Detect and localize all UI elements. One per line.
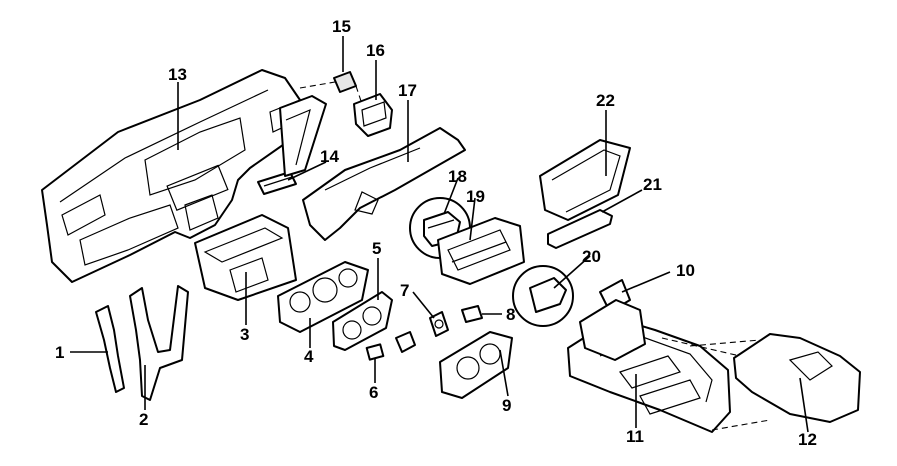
part-6-switch [365,331,416,361]
callout-5: 5 [372,239,381,258]
part-14-vent [257,171,297,195]
callout-21: 21 [643,175,662,194]
callout-7: 7 [400,281,409,300]
part-20-vent [512,265,574,327]
part-13-instrument-panel [41,69,306,283]
callout-19: 19 [466,187,485,206]
part-7-switch [429,311,449,337]
callout-15: 15 [332,17,351,36]
callout-13: 13 [168,65,187,84]
callout-20: 20 [582,247,601,266]
callout-11: 11 [626,427,644,446]
callout-4: 4 [304,347,314,366]
part-12-rear-console [733,333,861,423]
callout-12: 12 [798,430,817,449]
part-5-cluster-lens [332,291,393,351]
callout-1: 1 [55,343,64,362]
callout-10: 10 [676,261,695,280]
part-9-cluster-bezel [439,331,513,399]
callout-14: 14 [320,147,339,166]
callout-18: 18 [448,167,467,186]
part-4-instrument-cluster [277,261,369,333]
callout-22: 22 [596,91,615,110]
part-2-bracket [129,285,189,401]
part-17-crossmember [302,127,466,241]
callout-3: 3 [240,325,249,344]
callout-9: 9 [502,396,511,415]
callout-17: 17 [398,81,417,100]
part-11-center-console [567,299,731,433]
part-16-vent-housing [353,93,393,137]
alignment-lines [299,81,771,431]
callout-6: 6 [369,383,378,402]
part-duct [279,95,327,177]
part-21-bracket [547,209,613,249]
part-8-knob [461,305,483,323]
part-1-bracket [95,305,125,393]
callout-16: 16 [366,41,385,60]
callout-2: 2 [139,410,148,429]
callout-labels: 1 2 3 4 5 6 7 8 9 10 11 12 13 14 15 16 1… [55,17,817,449]
leader-lines [70,36,809,433]
part-19-center-panel [437,217,525,285]
part-3-lower-panel [194,214,297,301]
part-15-side-vent [333,71,357,93]
part-22-glove-box [539,139,631,221]
callout-8: 8 [506,305,515,324]
